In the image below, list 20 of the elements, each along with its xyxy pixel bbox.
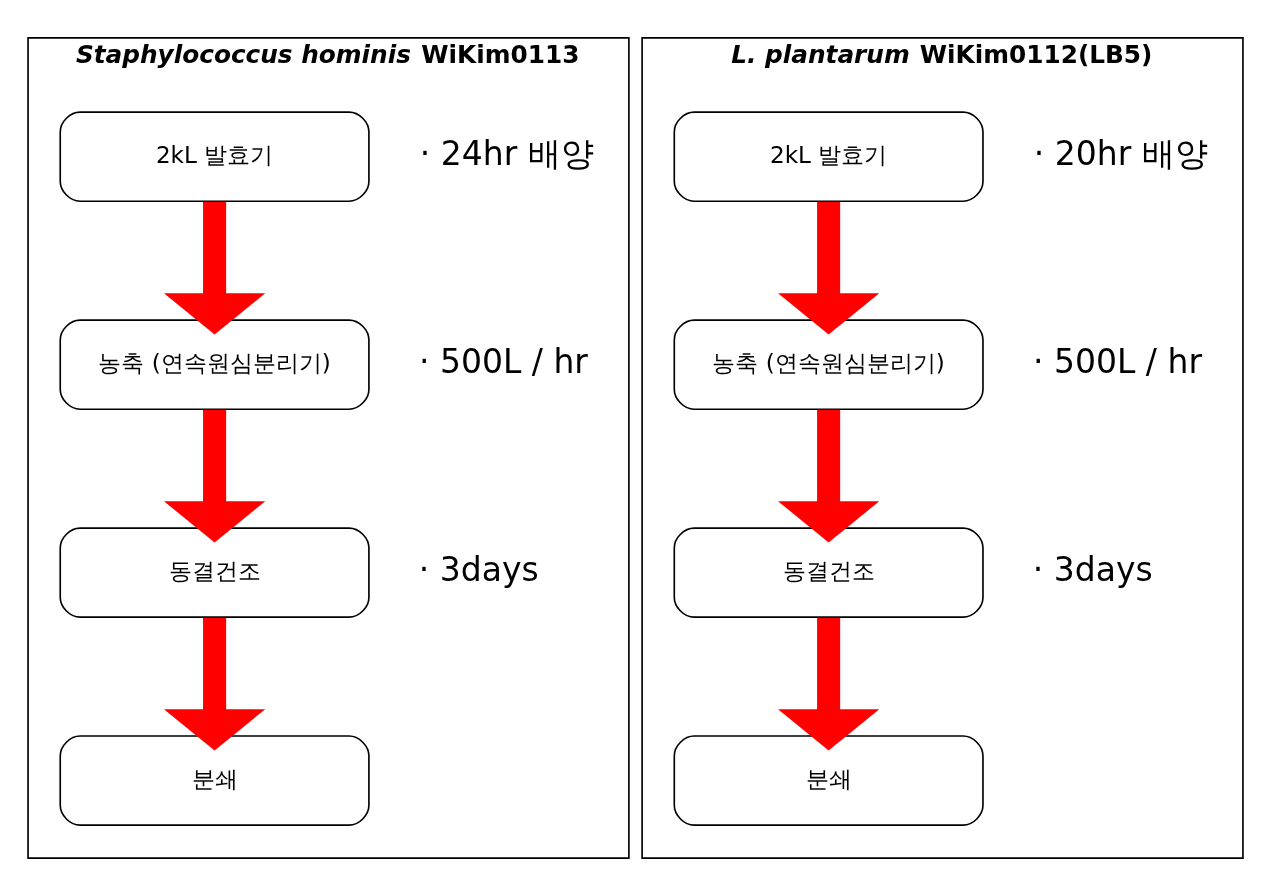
node-box: 2kL 발효기	[673, 110, 984, 202]
node-label: · 500L / hr	[1033, 341, 1202, 381]
node-label: · 500L / hr	[418, 341, 588, 381]
node-label: · 3days	[1032, 549, 1153, 589]
arrow	[164, 409, 266, 543]
node-box: 분쇄	[673, 734, 984, 826]
arrow	[163, 201, 266, 335]
arrow	[778, 409, 880, 543]
arrow	[778, 201, 880, 335]
node-box: 농축 (연속원심분리기)	[673, 318, 984, 410]
node-label: · 24hr 배양	[419, 133, 594, 173]
node-label: · 3days	[418, 549, 539, 589]
node-box: 동결건조	[673, 526, 984, 618]
node-label: · 20hr 배양	[1033, 133, 1208, 173]
node-box: 농축 (연속원심분리기)	[59, 318, 370, 410]
arrow	[163, 617, 266, 751]
node-box: 동결건조	[59, 526, 370, 618]
node-box: 분쇄	[59, 734, 370, 826]
node-box: 2kL 발효기	[59, 110, 370, 202]
arrow	[778, 617, 880, 751]
